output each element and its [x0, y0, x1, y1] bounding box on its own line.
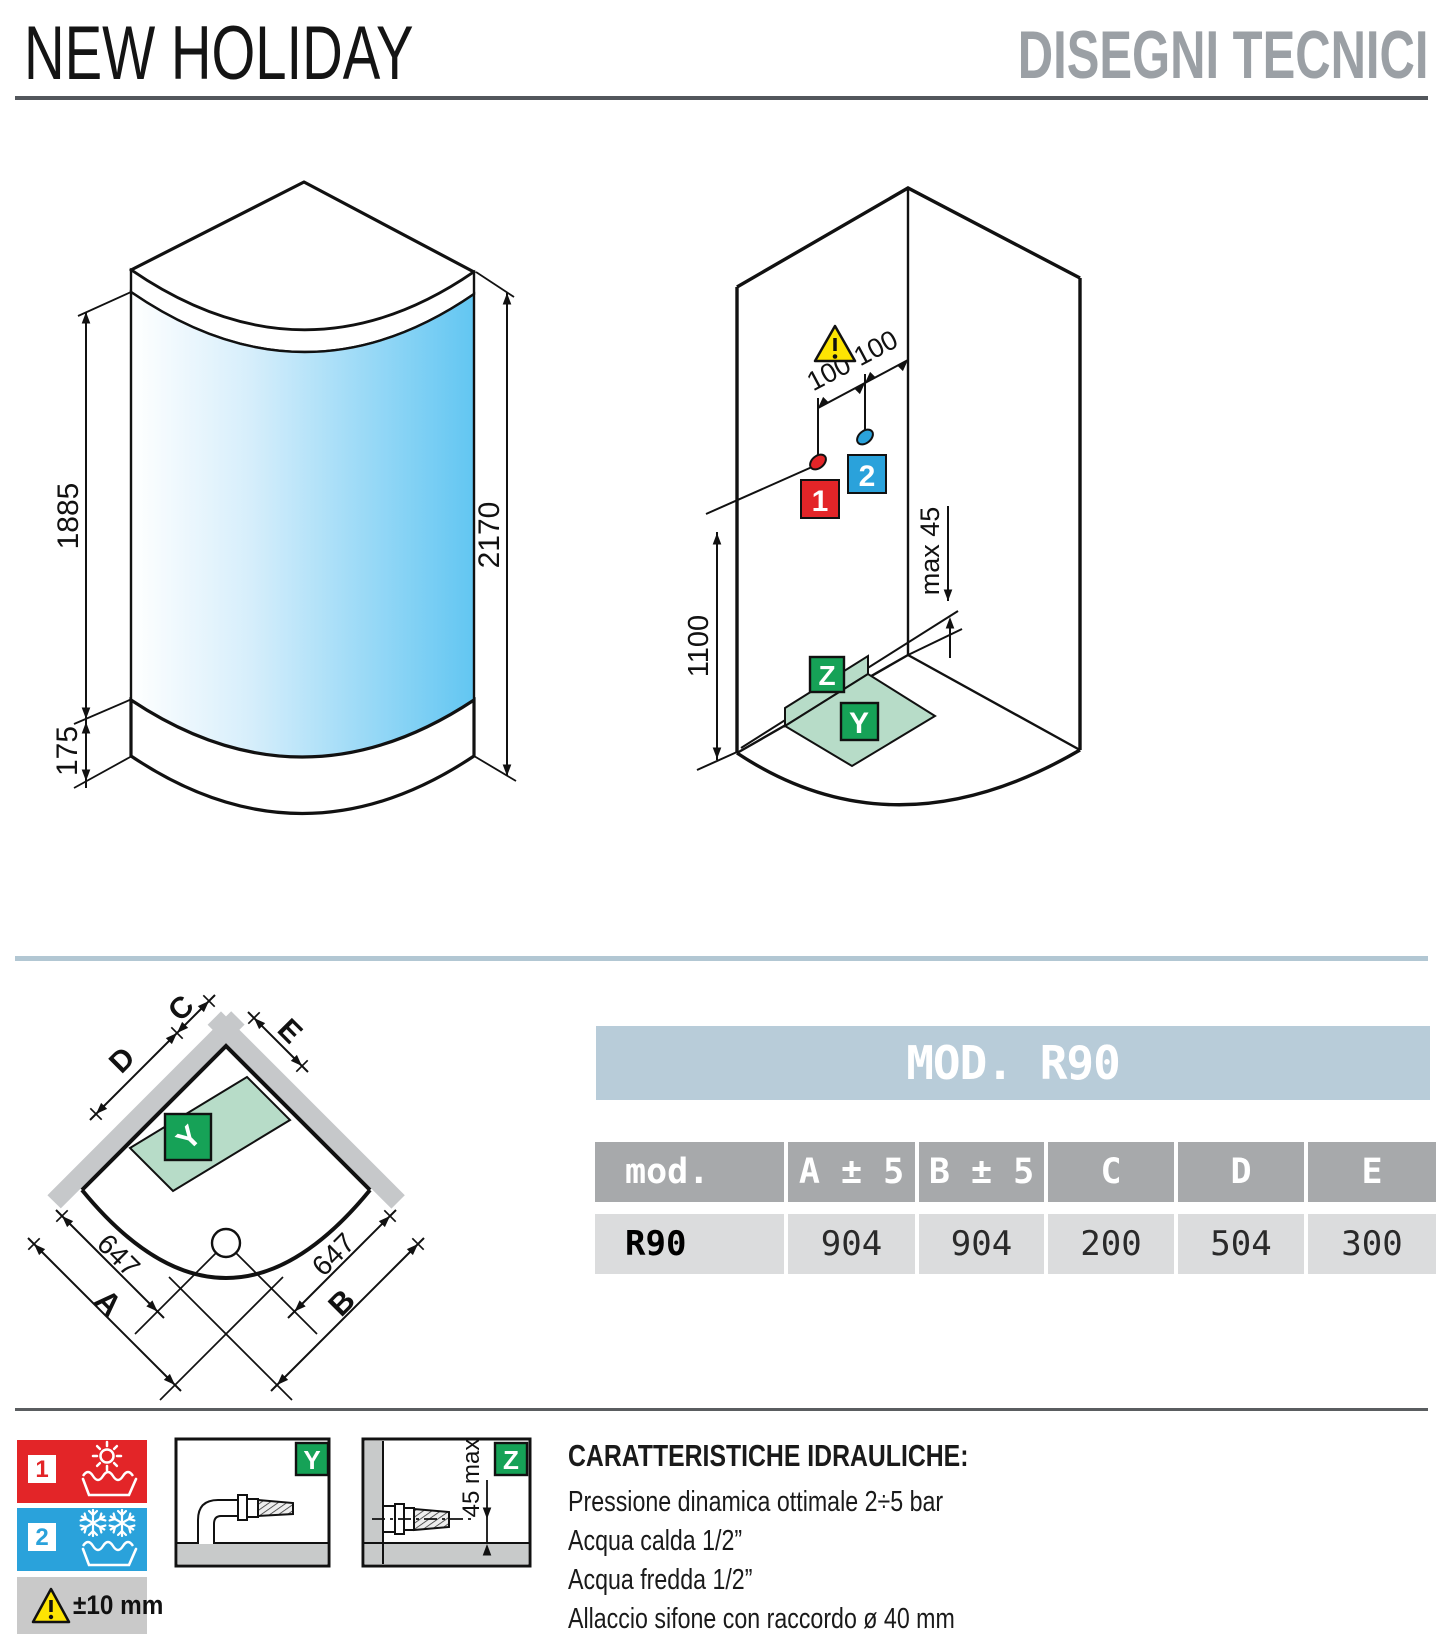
legend-hot-water: 1 [17, 1440, 147, 1503]
plan-wall-ne [207, 1011, 405, 1209]
wall-tag-label: Z [503, 1445, 519, 1475]
plan-dim-c: C [162, 989, 201, 1028]
sun-icon [91, 1440, 123, 1472]
col-b: B ± 5 [919, 1142, 1044, 1202]
floor-drain-tag [839, 701, 880, 742]
wall-drain-detail: 45 max Z [361, 1437, 532, 1568]
floor-drain-tag-label: Y [849, 707, 869, 740]
hydraulics-line: Allaccio sifone con raccordo ø 40 mm [568, 1603, 955, 1635]
floor-drain-detail: Y [174, 1437, 331, 1568]
section-divider [15, 956, 1428, 961]
table-header-row: mod. A ± 5 B ± 5 C D E [595, 1142, 1436, 1202]
cell-b: 904 [919, 1214, 1044, 1274]
legend-cold-water: 2 [17, 1508, 147, 1571]
wall-band [365, 1441, 383, 1564]
installation-view-drawing: Z Y 100 100 1 2 1100 max [683, 186, 1082, 807]
wall-drain-tag [808, 655, 846, 694]
cabin-glass-panel [129, 289, 476, 759]
plan-radius-left: 647 [91, 1228, 146, 1283]
cold-tag-label: 2 [859, 460, 876, 493]
plan-dim-b: B [321, 1282, 362, 1323]
snowflake-icon [77, 1507, 139, 1539]
col-a: A ± 5 [788, 1142, 915, 1202]
model-banner: MOD. R90 [596, 1026, 1430, 1100]
floor-band [178, 1543, 327, 1564]
cell-e: 300 [1308, 1214, 1436, 1274]
elbow-pipe-icon [197, 1494, 294, 1544]
plan-floor-tag [163, 1112, 213, 1162]
tolerance-value: ±10 mm [73, 1590, 164, 1620]
floor-tag [294, 1441, 330, 1477]
plan-wall-nw [47, 1011, 245, 1209]
col-e: E [1308, 1142, 1436, 1202]
table-row: R90 904 904 200 504 300 [595, 1214, 1436, 1274]
cold-tag [847, 454, 887, 494]
hot-valve [809, 453, 827, 471]
hydraulics-line: Acqua calda 1/2” [568, 1525, 743, 1557]
cell-c: 200 [1048, 1214, 1174, 1274]
hydraulics-specs: CARATTERISTICHE IDRAULICHE: Pressione di… [568, 1438, 1128, 1639]
supply-height-dimension [696, 532, 738, 771]
cell-a: 904 [788, 1214, 915, 1274]
dim-tray-height: 175 [51, 726, 84, 776]
warning-icon [31, 1587, 71, 1624]
water-basin-icon [81, 1540, 138, 1567]
plan-tray-arc [80, 1188, 372, 1280]
hot-tag-label: 1 [812, 485, 829, 518]
footer-divider [15, 1408, 1428, 1411]
plan-dim-e: E [271, 1013, 308, 1050]
hydraulics-line: Acqua fredda 1/2” [568, 1564, 753, 1596]
col-d: D [1178, 1142, 1304, 1202]
cell-d: 504 [1178, 1214, 1304, 1274]
hot-tag [800, 479, 840, 519]
legend-tolerance: ±10 mm [17, 1577, 163, 1634]
plan-radius-right: 647 [306, 1227, 361, 1282]
water-basin-icon [81, 1470, 138, 1497]
hot-number-badge: 1 [28, 1455, 56, 1483]
plan-view-drawing: Y [27, 989, 425, 1401]
front-view-drawing: 1885 175 2170 [51, 180, 517, 816]
plan-dimension-lines [27, 994, 425, 1392]
wall-dim-label: 45 max [458, 1439, 485, 1518]
plan-drain-hole [210, 1227, 242, 1259]
hydraulics-line: Pressione dinamica ottimale 2÷5 bar [568, 1486, 944, 1518]
col-c: C [1048, 1142, 1174, 1202]
hydraulics-title: CARATTERISTICHE IDRAULICHE: [568, 1438, 969, 1473]
page-title: NEW HOLIDAY [24, 11, 414, 96]
col-mod: mod. [595, 1142, 784, 1202]
dim-offset-right: 100 [849, 324, 903, 372]
wall-drain-tag-label: Z [818, 660, 835, 691]
cell-model: R90 [595, 1214, 784, 1274]
warning-icon [813, 324, 857, 363]
dim-total-height: 2170 [473, 502, 506, 569]
walls-outline [735, 186, 1082, 807]
section-title: DISEGNI TECNICI [1017, 17, 1428, 93]
floor-tag-label: Y [303, 1445, 320, 1475]
plan-dim-a: A [88, 1282, 129, 1323]
dim-glass-height: 1885 [52, 483, 85, 550]
wall-tag [493, 1441, 529, 1477]
dim-supply-height: 1100 [683, 615, 715, 677]
dim-drain-max: max 45 [915, 507, 945, 596]
header-divider [15, 96, 1428, 100]
cold-number-badge: 2 [28, 1523, 56, 1551]
plan-cabin-walls [80, 1043, 372, 1192]
floor-band [365, 1543, 528, 1564]
cold-valve [856, 428, 874, 446]
